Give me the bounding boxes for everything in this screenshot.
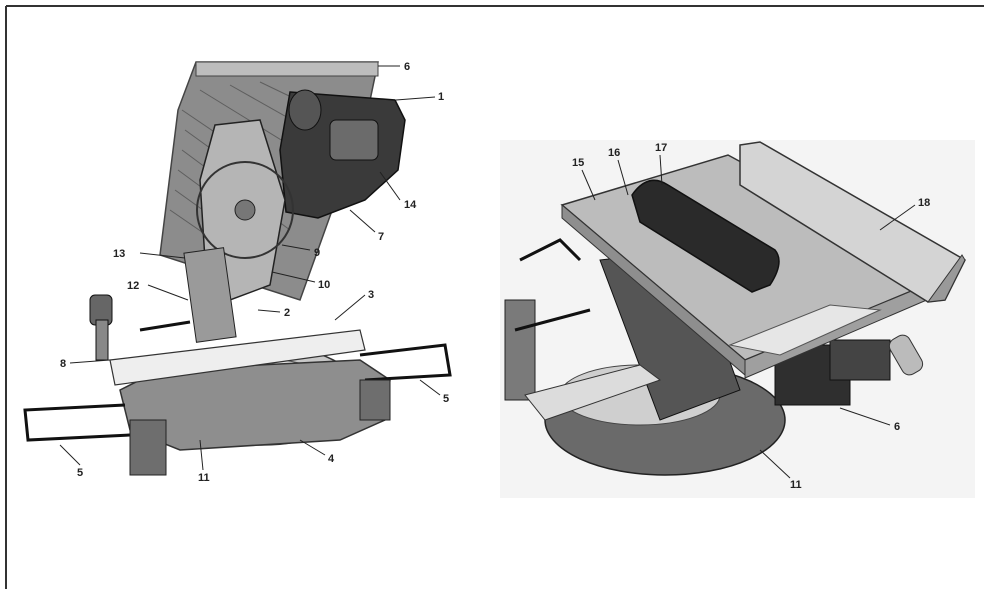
callout-12: 12 [127, 280, 139, 292]
callout-16: 16 [608, 147, 620, 159]
callout-7: 7 [378, 231, 384, 243]
callout-6-top: 6 [404, 61, 410, 73]
table-saw-illustration [500, 140, 975, 498]
callout-2: 2 [284, 307, 290, 319]
callout-18: 18 [918, 197, 930, 209]
callout-9: 9 [314, 247, 320, 259]
right-leaders [581, 154, 916, 479]
callout-8: 8 [60, 358, 66, 370]
callout-3: 3 [368, 289, 374, 301]
right-callouts: 15 16 17 18 6 11 [572, 142, 930, 491]
left-leaders [59, 65, 441, 471]
callout-10: 10 [318, 279, 330, 291]
callout-6-right: 6 [894, 421, 900, 433]
callout-11-right: 11 [790, 479, 802, 491]
callout-17: 17 [655, 142, 667, 154]
callout-4: 4 [328, 453, 335, 465]
left-callouts: 6 1 14 7 9 10 13 12 2 3 8 5 4 11 5 [60, 61, 449, 484]
callout-1: 1 [438, 91, 444, 103]
blade-guard-top [631, 179, 780, 293]
callout-5-left: 5 [77, 467, 83, 479]
fence [109, 329, 366, 386]
callout-15: 15 [572, 157, 584, 169]
extension-rod-left [23, 403, 131, 442]
callout-5-right: 5 [443, 393, 449, 405]
callout-11-left: 11 [198, 472, 210, 484]
extension-rod-right [359, 343, 452, 382]
callout-14: 14 [404, 199, 417, 211]
mitre-saw-illustration [23, 61, 452, 476]
callout-13: 13 [113, 248, 125, 260]
